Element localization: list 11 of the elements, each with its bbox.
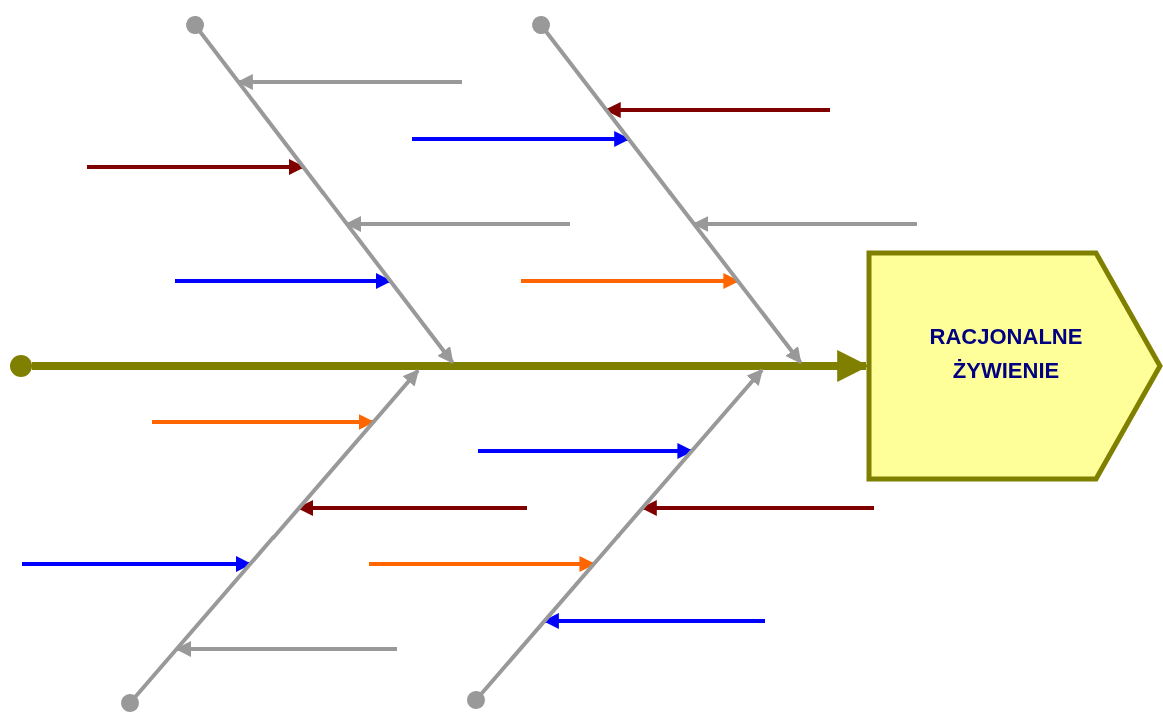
cause-arrow — [175, 641, 397, 657]
cause-arrow — [345, 216, 570, 232]
cause-arrow — [87, 159, 305, 175]
effect-label: RACJONALNE ŻYWIENIE — [928, 323, 1084, 385]
cause-arrow — [692, 216, 917, 232]
cause-arrow — [22, 556, 252, 572]
effect-pentagon — [866, 250, 1163, 482]
cause-arrow — [175, 273, 392, 289]
end-dot — [10, 355, 32, 377]
cause-arrow — [297, 500, 527, 516]
cause-arrow — [152, 414, 375, 430]
